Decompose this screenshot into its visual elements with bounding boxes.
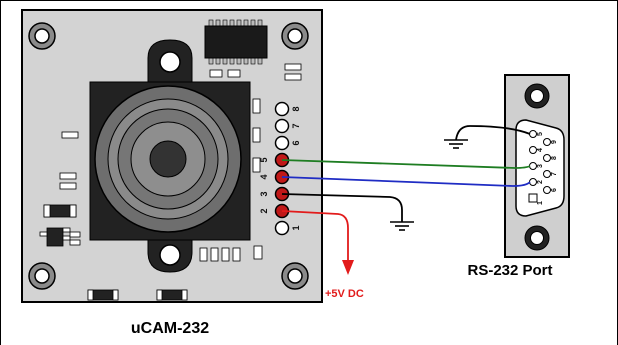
wire-pin2-to-5v xyxy=(281,210,349,260)
db9-pin-5 xyxy=(529,130,537,138)
db9-pin-label: 1 xyxy=(537,201,544,205)
header-pin-label: 3 xyxy=(259,191,269,196)
db9-mount-hole-top xyxy=(524,83,550,109)
smd-components xyxy=(39,63,302,301)
db9-connector: 1 2 3 4 5 6 7 8 9 xyxy=(504,74,570,258)
pin-header-labels: 8 7 6 5 4 3 2 1 xyxy=(259,106,301,230)
header-pin-6 xyxy=(274,135,290,151)
header-pin-label: 5 xyxy=(259,157,269,162)
ic-chip xyxy=(204,19,268,65)
db9-pin-2 xyxy=(529,178,537,186)
mounting-hole-bottom-right xyxy=(281,262,309,290)
header-pin-8 xyxy=(274,101,290,117)
db9-pin-8 xyxy=(543,154,551,162)
header-pin-label: 6 xyxy=(291,140,301,145)
supply-label: +5V DC xyxy=(325,288,364,300)
db9-pin-3 xyxy=(529,162,537,170)
db9-pin-label: 5 xyxy=(537,132,544,136)
db9-pin-7 xyxy=(543,170,551,178)
db9-pin-9 xyxy=(543,138,551,146)
mounting-hole-bottom-left xyxy=(28,262,56,290)
header-pin-7 xyxy=(274,118,290,134)
db9-pin-label: 7 xyxy=(551,172,558,176)
db9-pin-4 xyxy=(529,146,537,154)
db9-pin-label: 2 xyxy=(537,180,544,184)
db9-pin-label: 9 xyxy=(551,140,558,144)
wire-pin5-to-db9-pin3 xyxy=(281,159,531,169)
lens xyxy=(94,85,242,233)
db9-pin-label: 6 xyxy=(551,188,558,192)
wires xyxy=(281,125,531,260)
header-pin-label: 8 xyxy=(291,106,301,111)
db9-mount-hole-bottom xyxy=(524,225,550,251)
lens-bracket-bottom xyxy=(147,237,193,273)
ground-symbol-camera xyxy=(390,221,414,231)
wire-pin4-to-db9-pin2 xyxy=(281,176,531,187)
supply-arrow xyxy=(342,260,354,275)
wire-db9-pin5-to-ground xyxy=(455,125,531,141)
ucam-board: 8 7 6 5 4 3 2 1 xyxy=(21,9,323,303)
wire-pin3-to-ground xyxy=(281,193,403,222)
db9-pin-label: 4 xyxy=(537,148,544,152)
header-pin-label: 2 xyxy=(259,208,269,213)
db9-face xyxy=(515,119,565,217)
header-pin-label: 7 xyxy=(291,123,301,128)
db9-pin-label: 8 xyxy=(551,156,558,160)
ground-symbol-port xyxy=(444,139,468,149)
db9-pin-1 xyxy=(528,193,538,203)
db9-pin-6 xyxy=(543,186,551,194)
header-pin-label: 1 xyxy=(291,225,301,230)
header-pin-label: 4 xyxy=(259,174,269,179)
db9-pin-label: 3 xyxy=(537,164,544,168)
mounting-hole-top-right xyxy=(281,22,309,50)
mounting-hole-top-left xyxy=(28,22,56,50)
camera-label: uCAM-232 xyxy=(131,320,209,337)
port-label: RS-232 Port xyxy=(467,262,552,279)
lens-bracket-top xyxy=(147,39,193,83)
header-pin-1 xyxy=(274,220,290,236)
